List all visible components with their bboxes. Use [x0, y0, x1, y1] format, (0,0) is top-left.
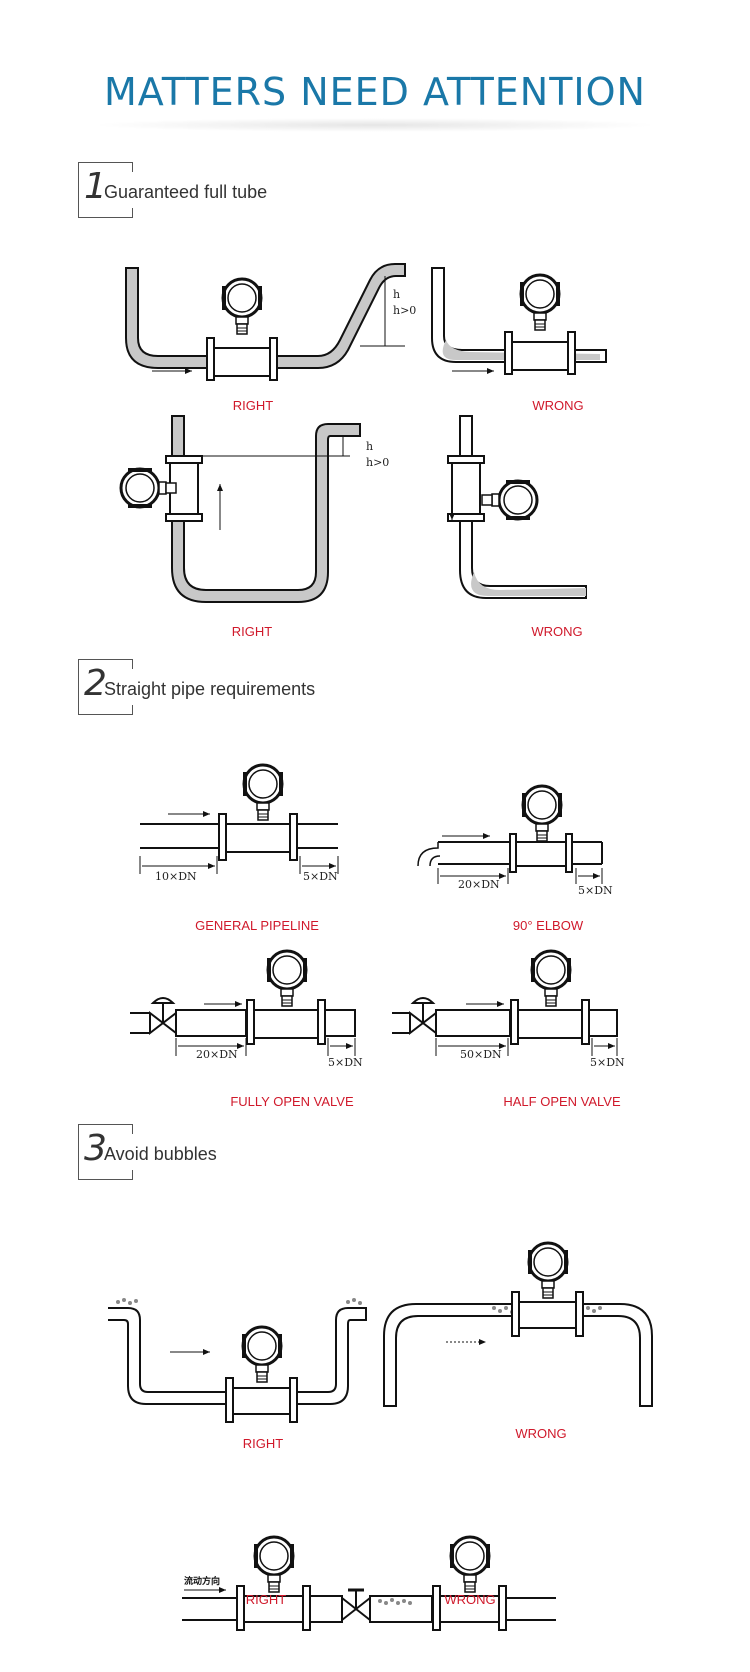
- s1-wrong-b-label: WRONG: [531, 624, 583, 639]
- s2-half-open-diagram: 50×DN 5×DN: [392, 949, 625, 1069]
- s2-d20a: 20×DN: [458, 878, 500, 891]
- s2-d10: 10×DN: [155, 870, 197, 883]
- s1-right-b-label: RIGHT: [231, 624, 273, 639]
- s2-elbow-label: 90° ELBOW: [512, 918, 584, 933]
- s3-b-diagram: 流动方向: [182, 1535, 556, 1631]
- section-3-title: Avoid bubbles: [104, 1144, 217, 1164]
- s2-d5d: 5×DN: [590, 1056, 625, 1069]
- s3-wrong-a-label: WRONG: [515, 1426, 567, 1441]
- s1a-h-gt: h>0: [393, 304, 416, 317]
- s2-d50: 50×DN: [460, 1048, 502, 1061]
- s2-general-diagram: 10×DN 5×DN: [139, 763, 339, 883]
- title-divider: [90, 118, 660, 132]
- section-2-title: Straight pipe requirements: [104, 679, 316, 699]
- s3-right-a-diagram: [108, 1298, 367, 1423]
- s2-half-open-label: HALF OPEN VALVE: [503, 1094, 621, 1109]
- s2-d5b: 5×DN: [578, 884, 613, 897]
- s3-right-a-label: RIGHT: [242, 1436, 284, 1451]
- section-3-number: 3: [84, 1128, 107, 1169]
- s1-right-b-diagram: h h>0: [119, 415, 389, 603]
- s1b-h-gt: h>0: [366, 456, 389, 469]
- s2-general-label: GENERAL PIPELINE: [195, 918, 319, 933]
- s1-right-a-diagram: h h>0: [125, 263, 416, 381]
- s3-wrong-b-label: WRONG: [444, 1592, 496, 1607]
- section-2-number: 2: [84, 663, 107, 704]
- s1-wrong-a-diagram: [431, 267, 607, 375]
- s3-right-b-label: RIGHT: [245, 1592, 287, 1607]
- s2-fully-open-label: FULLY OPEN VALVE: [230, 1094, 354, 1109]
- s2-d5c: 5×DN: [328, 1056, 363, 1069]
- s3-wrong-a-diagram: [383, 1241, 653, 1407]
- s3-flow-label: 流动方向: [184, 1575, 220, 1587]
- s1a-h: h: [393, 288, 400, 301]
- s2-fully-open-diagram: 20×DN 5×DN: [130, 949, 363, 1069]
- s1-wrong-b-diagram: [447, 415, 587, 599]
- s1b-h: h: [366, 440, 373, 453]
- s2-d20b: 20×DN: [196, 1048, 238, 1061]
- section-1-number: 1: [84, 166, 107, 207]
- section-1-title: Guaranteed full tube: [104, 182, 268, 202]
- s2-elbow-diagram: 20×DN 5×DN: [417, 784, 613, 897]
- page-title: MATTERS NEED ATTENTION: [104, 70, 646, 114]
- s2-d5a: 5×DN: [303, 870, 338, 883]
- s1-wrong-a-label: WRONG: [532, 398, 584, 413]
- s1-right-a-label: RIGHT: [232, 398, 274, 413]
